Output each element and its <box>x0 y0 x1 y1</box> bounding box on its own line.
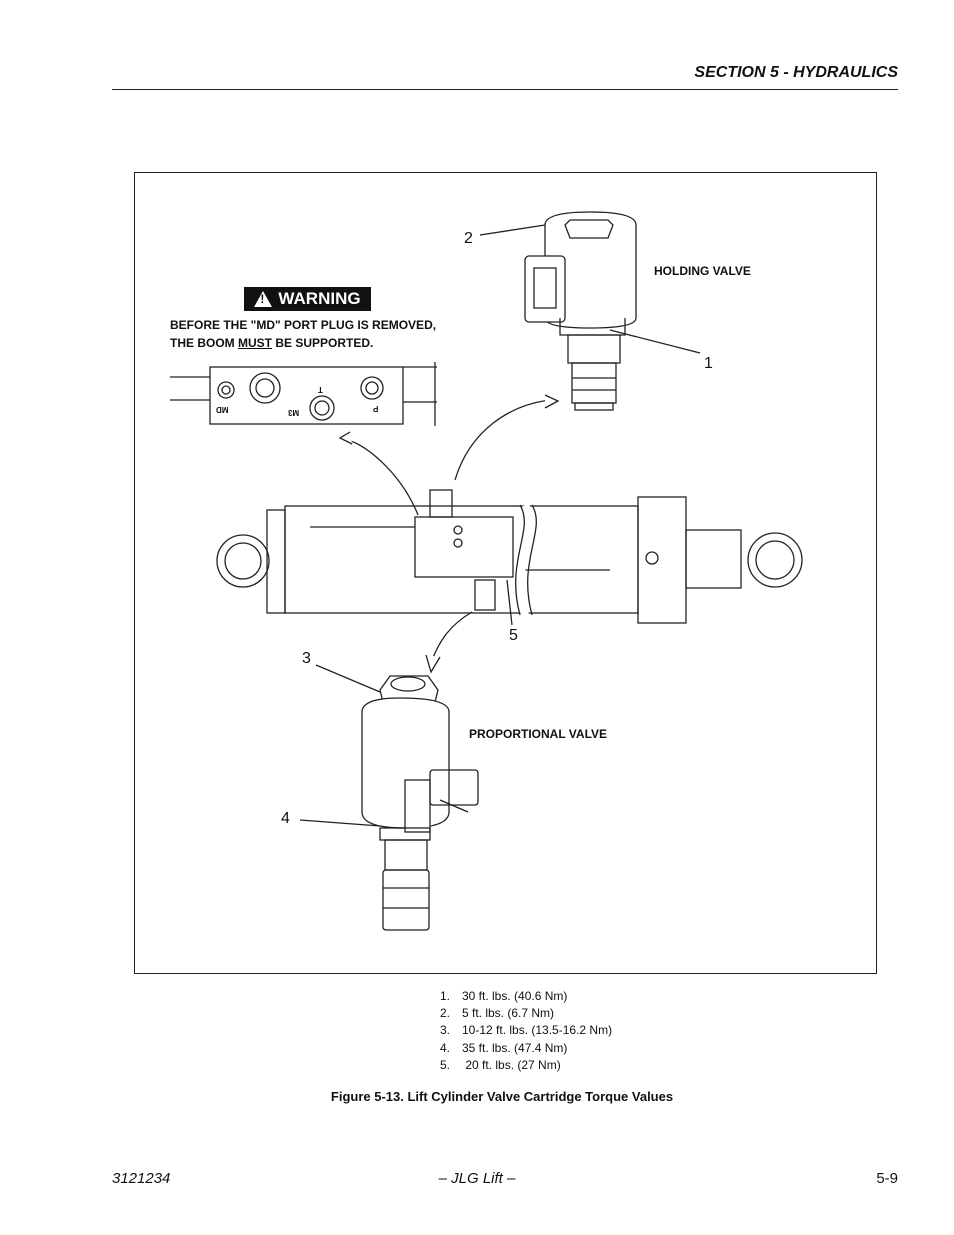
legend-item: 1. 30 ft. lbs. (40.6 Nm) <box>440 988 612 1005</box>
callout-2: 2 <box>464 230 473 247</box>
callout-1: 1 <box>704 355 713 372</box>
leader-5 <box>506 579 513 626</box>
arrow-to-holding-valve <box>454 399 551 481</box>
legend-item: 4. 35 ft. lbs. (47.4 Nm) <box>440 1040 612 1057</box>
port-label-p: P <box>373 404 379 413</box>
warning-line-1: BEFORE THE "MD" PORT PLUG IS REMOVED, <box>170 318 437 332</box>
warning-text: BEFORE THE "MD" PORT PLUG IS REMOVED, TH… <box>170 316 436 352</box>
page-number: 5-9 <box>876 1170 898 1187</box>
legend-item: 5. 20 ft. lbs. (27 Nm) <box>440 1057 612 1074</box>
warning-emphasis: MUST <box>238 336 272 350</box>
header-rule <box>112 89 898 90</box>
warning-line-2: THE BOOM MUST BE SUPPORTED. <box>170 334 436 352</box>
legend-number: 3. <box>440 1023 451 1038</box>
legend-number: 1. <box>440 989 451 1003</box>
callout-3: 3 <box>302 650 311 667</box>
leader-1 <box>609 329 701 354</box>
warning-badge: WARNING <box>244 287 371 311</box>
warning-line-2-post: BE SUPPORTED. <box>272 336 374 350</box>
warning-line-2-pre: THE BOOM <box>170 336 238 350</box>
proportional-valve-drawing <box>361 675 479 931</box>
manifold-detail <box>170 362 437 426</box>
leader-3 <box>315 664 381 693</box>
section-title: SECTION 5 - HYDRAULICS <box>694 64 898 81</box>
leader-4 <box>299 819 381 827</box>
arrow-to-proportional-valve <box>431 611 473 661</box>
holding-valve-drawing <box>524 211 637 411</box>
figure-frame <box>134 172 877 974</box>
torque-legend: 1. 30 ft. lbs. (40.6 Nm) 2. 5 ft. lbs. (6.… <box>440 988 612 1074</box>
proportional-valve-label: PROPORTIONAL VALVE <box>469 727 608 741</box>
warning-icon <box>254 291 273 307</box>
legend-item: 3. 10-12 ft. lbs. (13.5-16.2 Nm) <box>440 1022 612 1039</box>
figure-caption: Figure 5-13. Lift Cylinder Valve Cartrid… <box>330 1089 674 1104</box>
arrow-to-manifold <box>344 439 419 516</box>
legend-text: 20 ft. lbs. (27 Nm) <box>462 1057 561 1072</box>
port-label-t: T <box>318 385 323 394</box>
callout-4: 4 <box>281 810 290 827</box>
legend-text: 35 ft. lbs. (47.4 Nm) <box>462 1040 568 1055</box>
lift-cylinder <box>216 489 803 624</box>
legend-text: 5 ft. lbs. (6.7 Nm) <box>462 1006 555 1021</box>
legend-item: 2. 5 ft. lbs. (6.7 Nm) <box>440 1005 612 1022</box>
callout-5: 5 <box>509 627 518 644</box>
warning-badge-text: WARNING <box>278 289 361 308</box>
legend-number: 5. <box>440 1057 451 1072</box>
port-label-m3: M3 <box>288 408 300 417</box>
doc-number: 3121234 <box>112 1170 171 1187</box>
holding-valve-label: HOLDING VALVE <box>654 264 751 278</box>
leader-2 <box>479 224 546 236</box>
legend-text: 30 ft. lbs. (40.6 Nm) <box>462 989 568 1003</box>
legend-number: 4. <box>440 1040 451 1055</box>
footer-publisher: – JLG Lift – <box>438 1170 516 1187</box>
legend-number: 2. <box>440 1006 451 1021</box>
port-label-md: MD <box>216 405 229 414</box>
legend-text: 10-12 ft. lbs. (13.5-16.2 Nm) <box>462 1023 613 1038</box>
